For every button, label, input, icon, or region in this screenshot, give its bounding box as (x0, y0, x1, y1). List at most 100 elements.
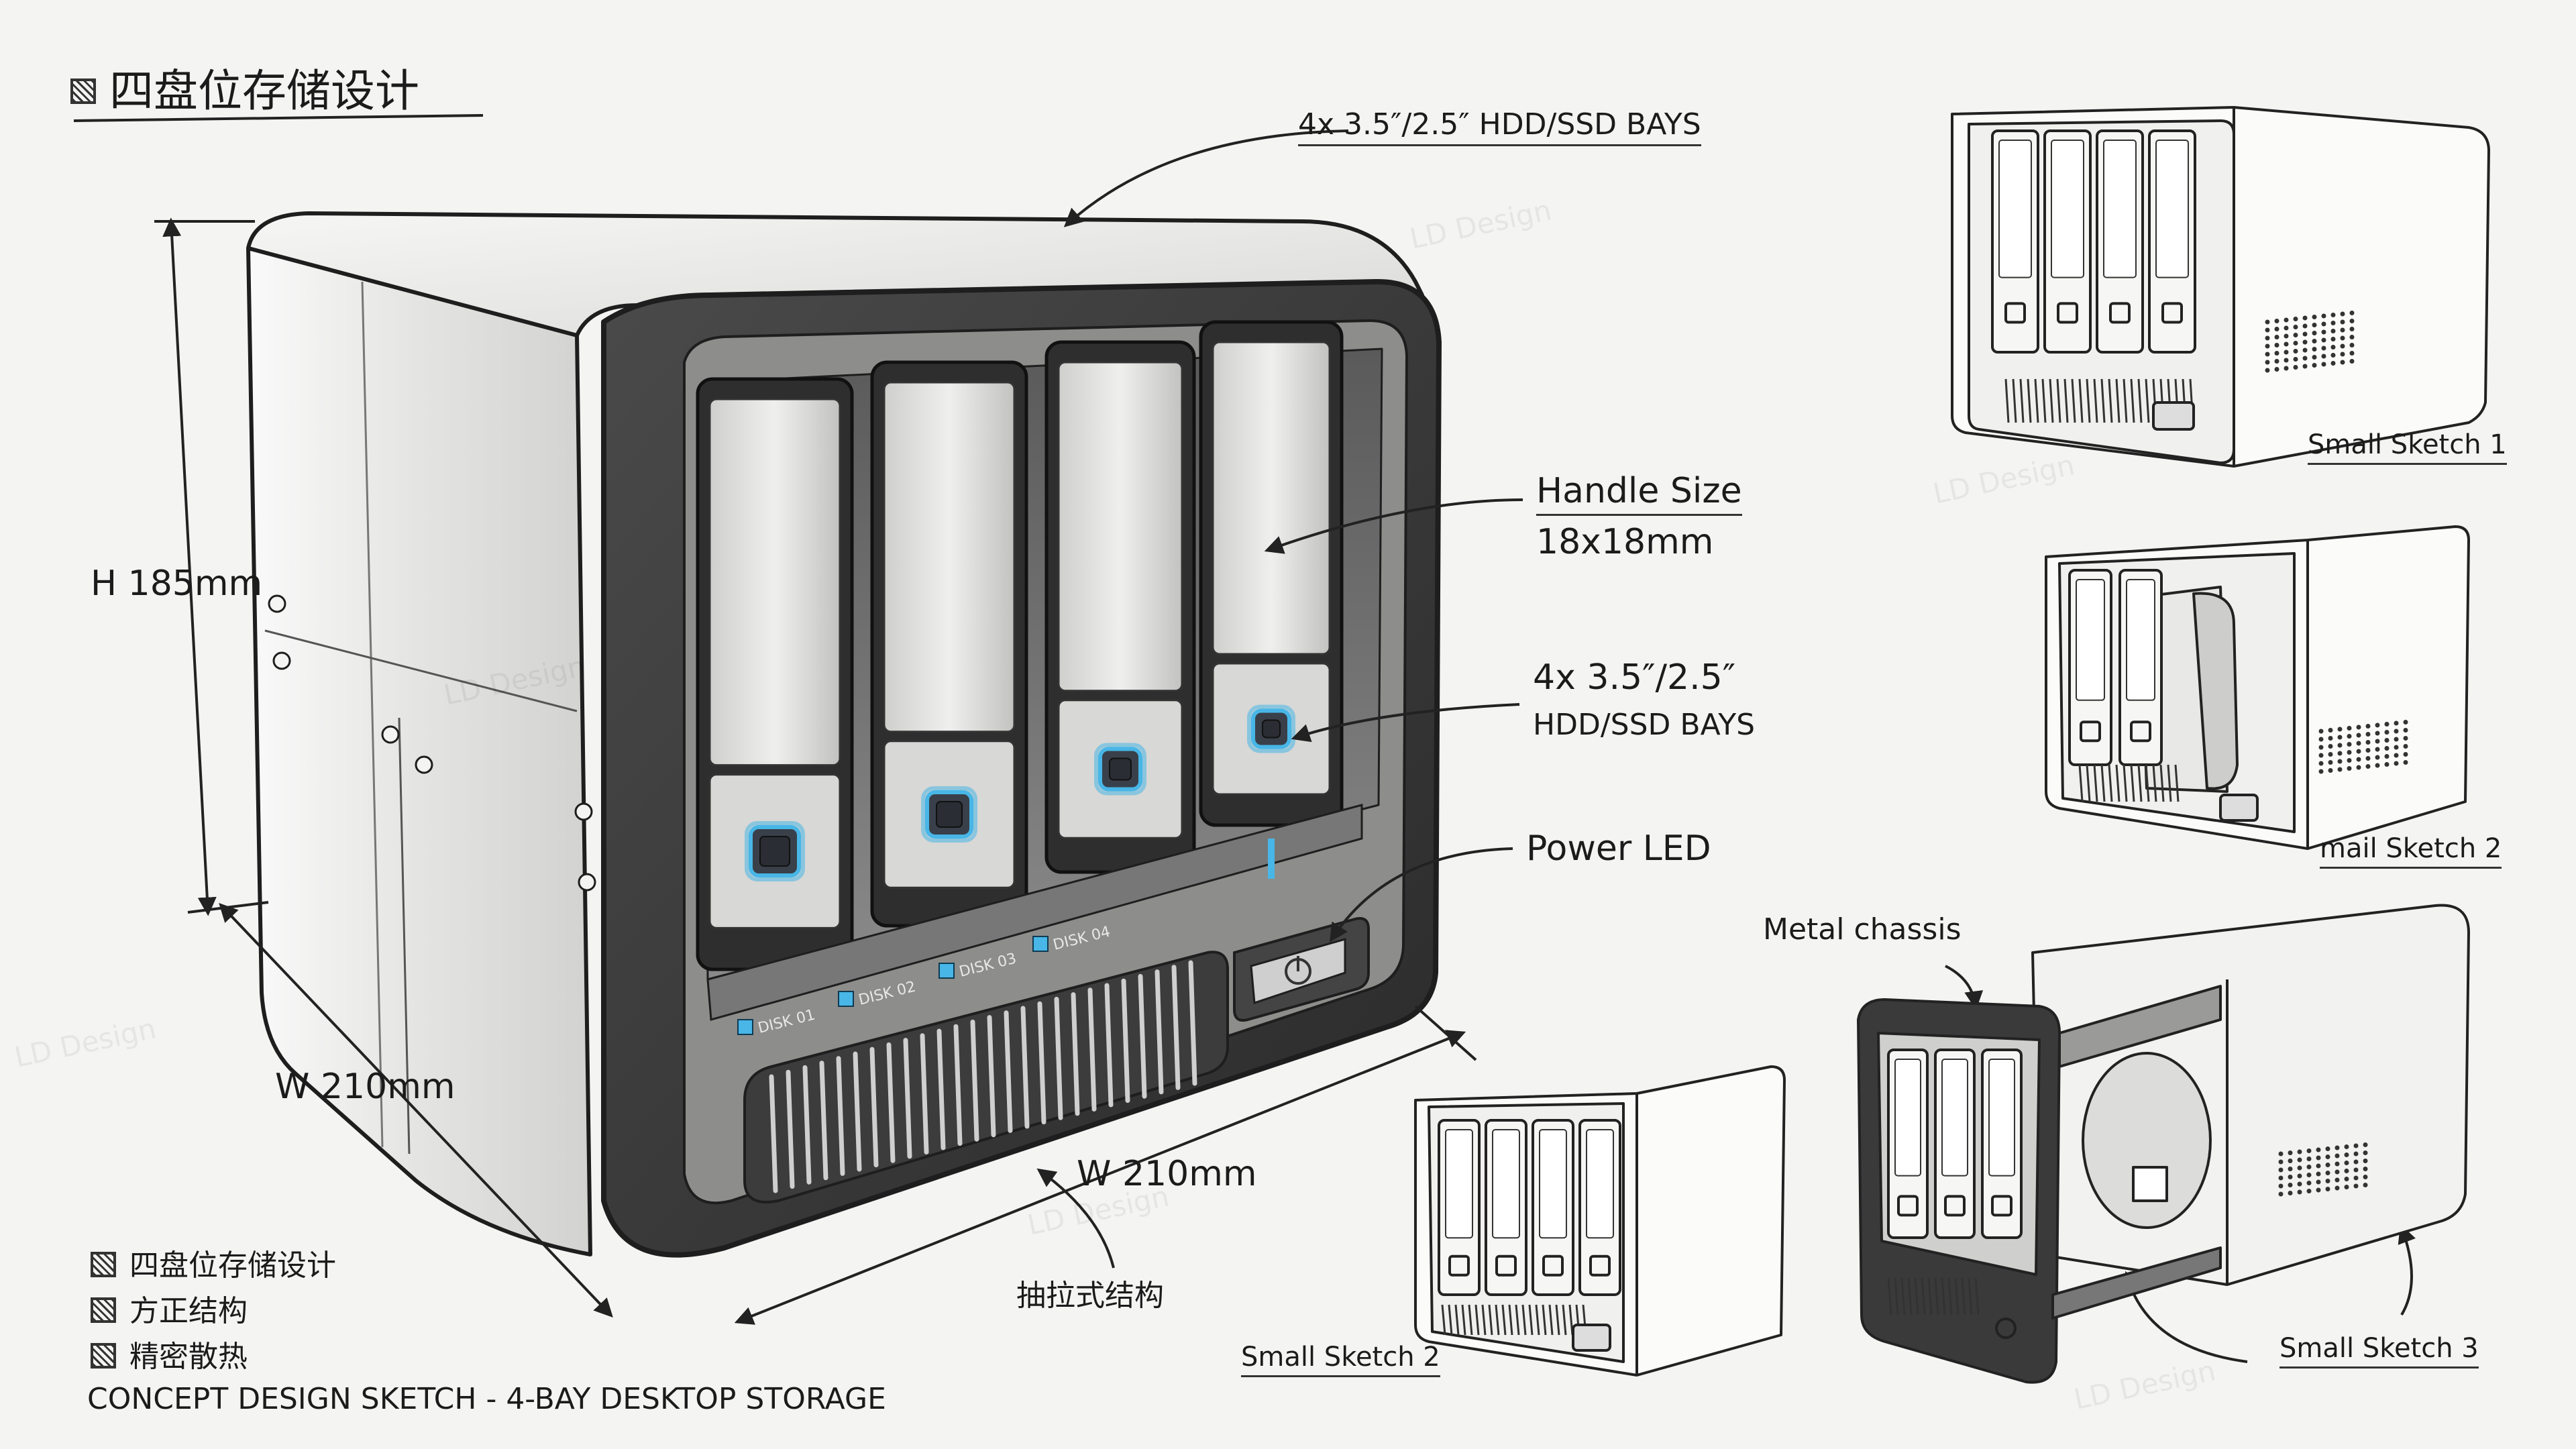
small-grille-slat (1954, 1277, 1960, 1316)
dimension-width-front: W 210mm (1077, 1154, 1257, 1194)
tray-handle-1 (745, 821, 805, 881)
small-grille-slat (2012, 378, 2017, 423)
drive-tray-2 (870, 360, 1028, 928)
small-grille-slat (1488, 1304, 1493, 1336)
checkbox-icon (91, 1343, 116, 1368)
small-grille-slat (2130, 764, 2135, 802)
small-grille-slat (1887, 1277, 1892, 1316)
dimension-width-left: W 210mm (275, 1067, 455, 1107)
checkbox-icon (91, 1297, 116, 1323)
small-sketch-2-bottom-trays (1438, 1119, 1621, 1352)
main-drive-trays (696, 320, 1344, 971)
small-grille-slat (2108, 764, 2113, 802)
small-grille-slat (1495, 1304, 1500, 1336)
side-vent-dots (2265, 311, 2355, 373)
feature-item-3-text: 精密散热 (129, 1340, 248, 1374)
small-grille-slat (1441, 1304, 1446, 1336)
small-grille-slat (1941, 1277, 1946, 1316)
small-grille-slat (1508, 1304, 1513, 1336)
small-grille-slat (1448, 1304, 1453, 1336)
small-tray-3 (1532, 1119, 1574, 1296)
tray-handle-4 (1247, 704, 1295, 753)
callout-handle-size-value: 18x18mm (1536, 522, 1714, 562)
small-tray-2 (1934, 1049, 1976, 1239)
small-grille-slat (2034, 378, 2039, 423)
small-grille-slat (1921, 1277, 1926, 1316)
small-grille-slat (2100, 378, 2106, 423)
small-grille-slat (2108, 378, 2113, 423)
small-grille-slat (2056, 378, 2061, 423)
page-title-text: 四盘位存储设计 (109, 65, 419, 117)
small-grille-slat (1521, 1304, 1527, 1336)
drive-tray-3 (1044, 340, 1196, 874)
checkbox-icon (70, 78, 96, 104)
small-tray-3 (1981, 1049, 2023, 1239)
small-tray-4 (1578, 1119, 1621, 1296)
disk-led-2 (838, 991, 854, 1007)
small-grille-slat (2123, 764, 2128, 802)
small-grille-slat (2004, 378, 2010, 423)
small-grille-slat (1481, 1304, 1487, 1336)
label-small-sketch-2-right: mail Sketch 2 (2320, 833, 2502, 869)
callout-power-led: Power LED (1526, 828, 1711, 869)
small-grille-slat (2115, 378, 2121, 423)
side-vent-dots (2318, 720, 2408, 774)
small-grille-slat (1501, 1304, 1507, 1336)
label-small-sketch-1: Small Sketch 1 (2308, 429, 2507, 465)
small-grille-slat (1947, 1277, 1953, 1316)
small-grille-slat (1474, 1304, 1480, 1336)
disk-led-3 (938, 963, 955, 979)
feature-item-1-text: 四盘位存储设计 (129, 1248, 336, 1283)
small-tray-1 (1991, 129, 2039, 354)
small-grille-slat (1461, 1304, 1466, 1336)
small-grille-slat (2078, 764, 2084, 802)
feature-item-3: 精密散热 (91, 1332, 248, 1375)
feature-item-2: 方正结构 (91, 1287, 248, 1330)
feature-item-1: 四盘位存储设计 (91, 1241, 336, 1284)
small-grille-slat (2086, 764, 2091, 802)
disk-led-1 (737, 1019, 753, 1035)
small-grille-slat (2167, 764, 2172, 802)
footer-title: CONCEPT DESIGN SKETCH - 4-BAY DESKTOP ST… (87, 1382, 886, 1416)
small-tray-4 (2148, 129, 2196, 354)
small-grille-slat (2100, 764, 2106, 802)
small-power-button (1572, 1324, 1611, 1352)
small-grille-slat (1528, 1304, 1534, 1336)
dimension-height: H 185mm (91, 564, 263, 604)
small-grille-slat (1542, 1304, 1547, 1336)
small-grille-slat (2041, 378, 2047, 423)
callout-bays-mid-line1: 4x 3.5″/2.5″ (1533, 657, 1736, 698)
feature-item-2-text: 方正结构 (129, 1294, 248, 1328)
small-grille-slat (2093, 764, 2098, 802)
label-small-sketch-3: Small Sketch 3 (2279, 1333, 2479, 1368)
small-grille-slat (1894, 1277, 1899, 1316)
small-sketch-3-trays (1887, 1049, 2368, 1316)
small-grille-slat (2019, 378, 2025, 423)
tray-handle-3 (1094, 743, 1146, 796)
disk-led-4 (1032, 936, 1049, 952)
small-grille-slat (2137, 378, 2143, 423)
small-tray-1 (2068, 569, 2112, 766)
page-title: 四盘位存储设计 (70, 55, 419, 119)
small-grille-slat (1562, 1304, 1567, 1336)
small-grille-slat (2063, 378, 2069, 423)
side-vent-dots (2278, 1142, 2368, 1197)
small-sketch-1-trays (1991, 129, 2355, 431)
small-tray-3 (2096, 129, 2144, 354)
small-grille-slat (2137, 764, 2143, 802)
small-tray-2 (2043, 129, 2092, 354)
small-grille-slat (2071, 378, 2076, 423)
small-grille-slat (1974, 1277, 1980, 1316)
drive-tray-1 (696, 377, 854, 971)
small-grille-slat (1468, 1304, 1473, 1336)
small-grille-slat (1535, 1304, 1540, 1336)
small-grille-slat (1907, 1277, 1913, 1316)
small-grille-slat (1555, 1304, 1560, 1336)
callout-metal-chassis: Metal chassis (1763, 912, 1962, 947)
small-grille-slat (2049, 378, 2054, 423)
small-grille-slat (2152, 764, 2157, 802)
small-grille-slat (1900, 1277, 1906, 1316)
small-grille-slat (2027, 378, 2032, 423)
callout-drawer-structure: 抽拉式结构 (1016, 1279, 1164, 1313)
